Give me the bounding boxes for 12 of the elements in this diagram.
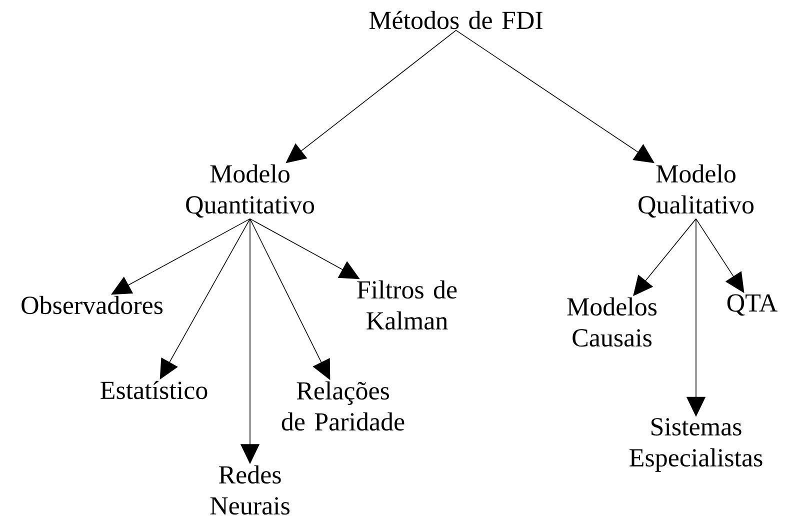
node-label: Modelo Qualitativo bbox=[638, 164, 754, 218]
node-label: Sistemas Especialistas bbox=[630, 418, 762, 472]
arrow bbox=[250, 218, 360, 280]
node-label: Relações de Paridade bbox=[282, 381, 404, 431]
node-label: Métodos de FDI bbox=[369, 10, 542, 30]
node-label: Modelos Causais bbox=[567, 297, 657, 347]
node-label: QTA bbox=[727, 294, 778, 316]
node-label: Modelo Quantitativo bbox=[186, 164, 314, 218]
node-label: Redes Neurais bbox=[210, 465, 290, 515]
node-label: Filtros de Kalman bbox=[357, 280, 457, 330]
node-label: Estatístico bbox=[100, 380, 208, 400]
node-label: Observadores bbox=[22, 296, 163, 314]
